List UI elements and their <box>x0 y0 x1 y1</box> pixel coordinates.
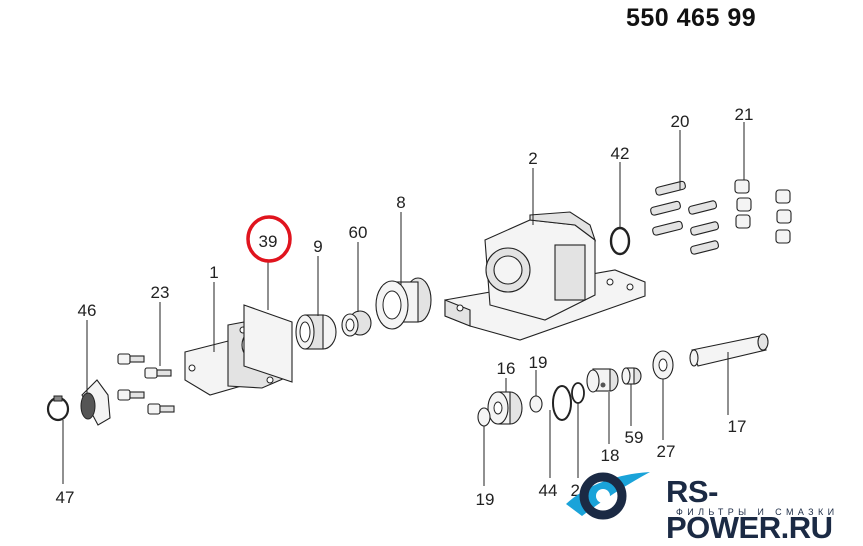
callout-23: 23 <box>151 283 170 302</box>
callout-21: 21 <box>735 105 754 124</box>
callout-9: 9 <box>313 237 322 256</box>
ring-part-19-upper <box>529 395 543 413</box>
callout-19-upper: 19 <box>529 353 548 372</box>
callout-17: 17 <box>728 417 747 436</box>
nuts-part-21 <box>734 179 792 244</box>
callout-27: 27 <box>657 442 676 461</box>
callout-19-lower: 19 <box>476 490 495 509</box>
gear-part-16 <box>487 391 523 425</box>
brand-tagline: ФИЛЬТРЫ И СМАЗКИ <box>676 507 839 517</box>
callout-44: 44 <box>539 481 558 500</box>
highlight-circle-39 <box>246 215 292 263</box>
bolts-part-23 <box>117 353 175 415</box>
callout-20: 20 <box>671 112 690 131</box>
rs-power-logo-icon <box>566 472 650 520</box>
leader-lines <box>62 122 745 486</box>
callout-18: 18 <box>601 446 620 465</box>
callout-46: 46 <box>78 301 97 320</box>
boot-part-46 <box>80 379 111 426</box>
callout-42: 42 <box>611 144 630 163</box>
callout-labels: 1 2 8 9 60 39 42 20 21 23 46 47 16 19 19… <box>56 105 754 509</box>
needle-bearing-part-9 <box>295 314 337 350</box>
clamp-part-47 <box>46 395 70 422</box>
exploded-parts-diagram: 1 2 8 9 60 39 42 20 21 23 46 47 16 19 19… <box>46 105 792 509</box>
studs-part-20 <box>650 180 720 255</box>
ring-part-19-lower <box>477 407 491 427</box>
gasket-part-39 <box>243 304 293 383</box>
bushing-part-60 <box>341 310 372 337</box>
callout-59: 59 <box>625 428 644 447</box>
housing-part-2 <box>444 211 646 341</box>
part-number-title: 550 465 99 <box>626 4 757 32</box>
washer-part-27 <box>652 350 674 380</box>
gear-part-8 <box>375 277 432 330</box>
callout-16: 16 <box>497 359 516 378</box>
callout-8: 8 <box>396 193 405 212</box>
callout-1: 1 <box>209 263 218 282</box>
callout-2: 2 <box>528 149 537 168</box>
sleeve-part-18 <box>586 368 619 393</box>
callout-39: 39 <box>259 232 278 251</box>
o-ring-part-26 <box>571 382 585 404</box>
callout-60: 60 <box>349 223 368 242</box>
callout-47: 47 <box>56 488 75 507</box>
bushing-part-59 <box>621 367 642 385</box>
shaft-part-17 <box>689 333 769 367</box>
o-ring-part-42 <box>609 226 631 256</box>
o-ring-part-44 <box>552 385 572 421</box>
